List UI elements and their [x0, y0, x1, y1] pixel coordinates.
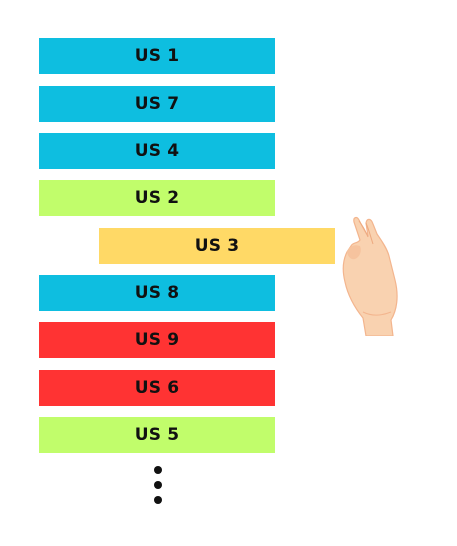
- backlog-item-us-9[interactable]: US 9: [39, 322, 275, 358]
- backlog-item-us-3-dragging[interactable]: US 3: [99, 228, 335, 264]
- backlog-item-us-7[interactable]: US 7: [39, 86, 275, 122]
- backlog-item-us-6[interactable]: US 6: [39, 370, 275, 406]
- hand-grab-icon: [342, 216, 398, 336]
- backlog-item-us-5[interactable]: US 5: [39, 417, 275, 453]
- backlog-item-us-4[interactable]: US 4: [39, 133, 275, 169]
- vertical-ellipsis-icon: [150, 464, 166, 506]
- backlog-item-us-2[interactable]: US 2: [39, 180, 275, 216]
- backlog-item-us-1[interactable]: US 1: [39, 38, 275, 74]
- backlog-item-us-8[interactable]: US 8: [39, 275, 275, 311]
